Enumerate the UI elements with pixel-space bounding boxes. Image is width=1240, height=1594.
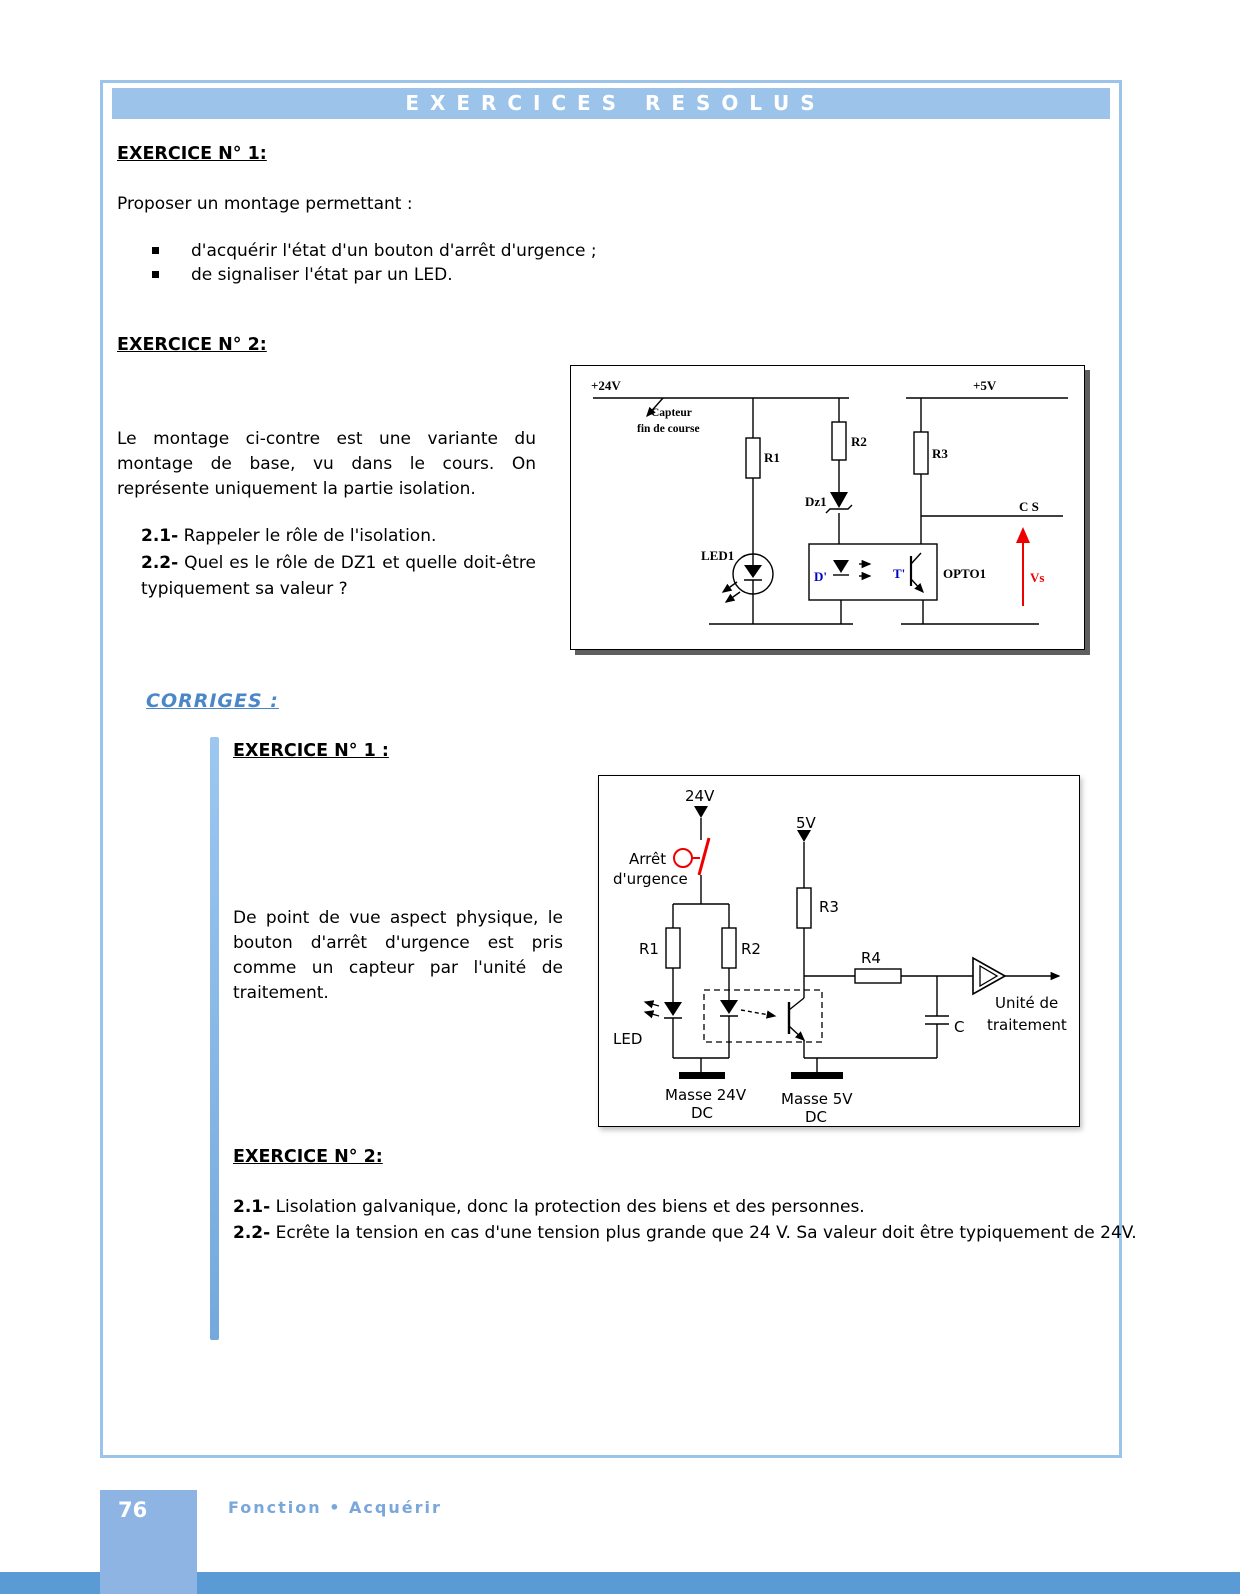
label-led1: LED1 — [701, 548, 734, 563]
exercise1-intro: Proposer un montage permettant : — [117, 194, 413, 214]
question-text: Quel es le rôle de DZ1 et quelle doit-êt… — [141, 553, 536, 599]
corrige-answer-1: 2.1- Lisolation galvanique, donc la prot… — [233, 1195, 1113, 1220]
bullet-square-icon — [152, 247, 159, 254]
label-24v: 24V — [685, 787, 715, 805]
exercise2-question-2: 2.2- Quel es le rôle de DZ1 et quelle do… — [141, 550, 536, 602]
corrige-ex1-heading: EXERCICE N° 1 : — [233, 741, 389, 761]
resistor-r3 — [913, 431, 929, 475]
content-frame — [100, 80, 1122, 1458]
zener-dz1 — [825, 492, 853, 514]
label-r2: R2 — [741, 940, 761, 958]
circuit1-svg: +24V +5V Capteur fin de course R1 R2 R3 … — [591, 378, 1068, 625]
corriges-side-bar — [210, 737, 219, 1340]
label-dz1: Dz1 — [805, 494, 827, 509]
question-text: Rappeler le rôle de l'isolation. — [183, 526, 437, 546]
circuit1-figure: +24V +5V Capteur fin de course R1 R2 R3 … — [570, 365, 1085, 650]
page-banner: E X E R C I C E S R E S O L U S — [112, 88, 1110, 119]
label-masse24-2: DC — [691, 1104, 713, 1122]
buffer-gate — [972, 956, 1061, 996]
list-item: d'acquérir l'état d'un bouton d'arrêt d'… — [152, 240, 752, 262]
label-led: LED — [613, 1030, 642, 1048]
bullet-text: de signaliser l'état par un LED. — [191, 265, 453, 285]
ground-5v-symbol — [791, 1072, 843, 1079]
opto-transistor — [909, 552, 924, 594]
circuit2-wires — [672, 818, 973, 1072]
5v-supply-arrow — [797, 830, 811, 842]
label-d-prime: D' — [814, 569, 827, 584]
resistor-r3 — [796, 887, 812, 929]
opto-light-arrows — [859, 559, 872, 581]
ground-24v-symbol — [679, 1072, 725, 1079]
exercise2-question-1: 2.1- Rappeler le rôle de l'isolation. — [141, 524, 536, 549]
label-plus5v: +5V — [973, 378, 997, 393]
label-r3: R3 — [819, 898, 839, 916]
photo-transistor — [787, 997, 806, 1041]
footer-chapter-label: Fonction • Acquérir — [228, 1498, 442, 1517]
page-number: 76 — [118, 1498, 148, 1522]
label-opto1: OPTO1 — [943, 566, 986, 581]
24v-supply-arrow — [694, 806, 708, 818]
label-r2: R2 — [851, 434, 867, 449]
label-5v: 5V — [796, 814, 817, 832]
corrige-ex1-paragraph: De point de vue aspect physique, le bout… — [233, 908, 563, 1003]
label-masse5-2: DC — [805, 1108, 827, 1126]
label-masse5-1: Masse 5V — [781, 1090, 853, 1108]
label-unite-1: Unité de — [995, 994, 1058, 1012]
label-capteur: Capteur — [651, 407, 692, 419]
opto-diode — [720, 1000, 738, 1017]
label-vs: Vs — [1030, 570, 1044, 585]
label-urgence: d'urgence — [613, 870, 688, 888]
resistor-r1 — [745, 437, 761, 479]
emergency-stop-switch-symbol — [673, 837, 711, 876]
opto-coupling-arrow — [740, 1009, 777, 1019]
bottom-bar — [0, 1572, 1240, 1594]
question-label: 2.1- — [141, 526, 179, 546]
opto-diode — [833, 560, 849, 576]
page-number-block: 76 — [100, 1490, 197, 1594]
label-masse24-1: Masse 24V — [665, 1086, 747, 1104]
exercise2-paragraph: Le montage ci-contre est une variante du… — [117, 429, 536, 499]
exercise1-heading: EXERCICE N° 1: — [117, 144, 267, 164]
label-r1: R1 — [764, 450, 780, 465]
limit-switch-symbol — [646, 397, 664, 418]
list-item: de signaliser l'état par un LED. — [152, 264, 752, 286]
label-t-prime: T' — [893, 566, 905, 581]
resistor-r4 — [854, 968, 902, 984]
bullet-square-icon — [152, 271, 159, 278]
label-fin-de-course: fin de course — [637, 423, 700, 435]
answer-text: Ecrête la tension en cas d'une tension p… — [275, 1223, 1137, 1243]
resistor-r1 — [665, 927, 681, 969]
label-c: C — [954, 1018, 964, 1036]
bullet-text: d'acquérir l'état d'un bouton d'arrêt d'… — [191, 241, 597, 261]
optocoupler-box — [808, 543, 938, 601]
label-cs: C S — [1019, 499, 1039, 514]
answer-label: 2.2- — [233, 1223, 271, 1243]
label-unite-2: traitement — [987, 1016, 1067, 1034]
led-symbol — [643, 1000, 682, 1019]
led1-symbol — [721, 553, 774, 603]
label-arret: Arrêt — [629, 850, 666, 868]
corrige-answer-2: 2.2- Ecrête la tension en cas d'une tens… — [233, 1220, 1164, 1246]
corrige-ex2-heading: EXERCICE N° 2: — [233, 1147, 383, 1167]
answer-label: 2.1- — [233, 1197, 271, 1217]
label-r3: R3 — [932, 446, 948, 461]
answer-text: Lisolation galvanique, donc la protectio… — [275, 1197, 865, 1217]
resistor-r2 — [721, 927, 737, 969]
circuit2-figure: 24V 5V Arrêt d'urgence R1 R2 R3 R4 LED C… — [598, 775, 1080, 1127]
label-r1: R1 — [639, 940, 659, 958]
capacitor-c — [925, 1015, 949, 1025]
question-label: 2.2- — [141, 553, 179, 573]
optocoupler-dashed-box — [703, 989, 823, 1043]
corriges-heading: CORRIGES : — [146, 690, 279, 712]
circuit2-svg: 24V 5V Arrêt d'urgence R1 R2 R3 R4 LED C… — [613, 787, 1067, 1126]
label-r4: R4 — [861, 949, 881, 967]
exercise2-heading: EXERCICE N° 2: — [117, 335, 267, 355]
resistor-r2 — [831, 421, 847, 461]
label-plus24v: +24V — [591, 378, 621, 393]
